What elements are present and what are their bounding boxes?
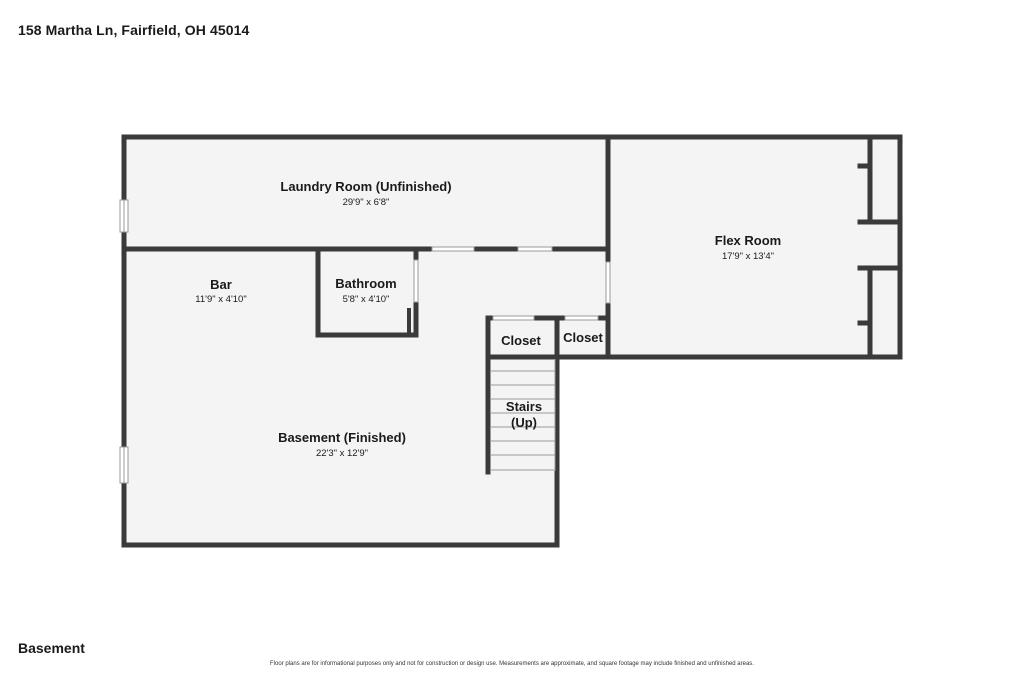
floor-name: Basement <box>18 640 85 656</box>
windows <box>119 199 611 484</box>
stairs-treads <box>490 359 556 471</box>
interior-walls <box>121 134 903 475</box>
room-stairs-name-1: Stairs <box>506 399 542 414</box>
property-address: 158 Martha Ln, Fairfield, OH 45014 <box>18 22 250 38</box>
room-bar-name: Bar <box>210 277 232 292</box>
room-closet-2-name: Closet <box>563 330 603 345</box>
room-laundry-dim: 29'9" x 6'8" <box>343 197 390 208</box>
disclaimer-text: Floor plans are for informational purpos… <box>270 661 754 667</box>
room-bathroom-name: Bathroom <box>335 276 396 291</box>
floor-fill <box>124 137 900 545</box>
room-flex-name: Flex Room <box>715 233 781 248</box>
room-bathroom-dim: 5'8" x 4'10" <box>343 294 390 305</box>
room-closet-1-name: Closet <box>501 333 541 348</box>
room-basement-name: Basement (Finished) <box>278 430 406 445</box>
room-flex-dim: 17'9" x 13'4" <box>722 251 774 262</box>
room-basement-dim: 22'3" x 12'9" <box>316 448 368 459</box>
room-stairs-name-2: (Up) <box>511 415 537 430</box>
room-laundry-name: Laundry Room (Unfinished) <box>280 179 451 194</box>
room-bar-dim: 11'9" x 4'10" <box>195 294 246 305</box>
